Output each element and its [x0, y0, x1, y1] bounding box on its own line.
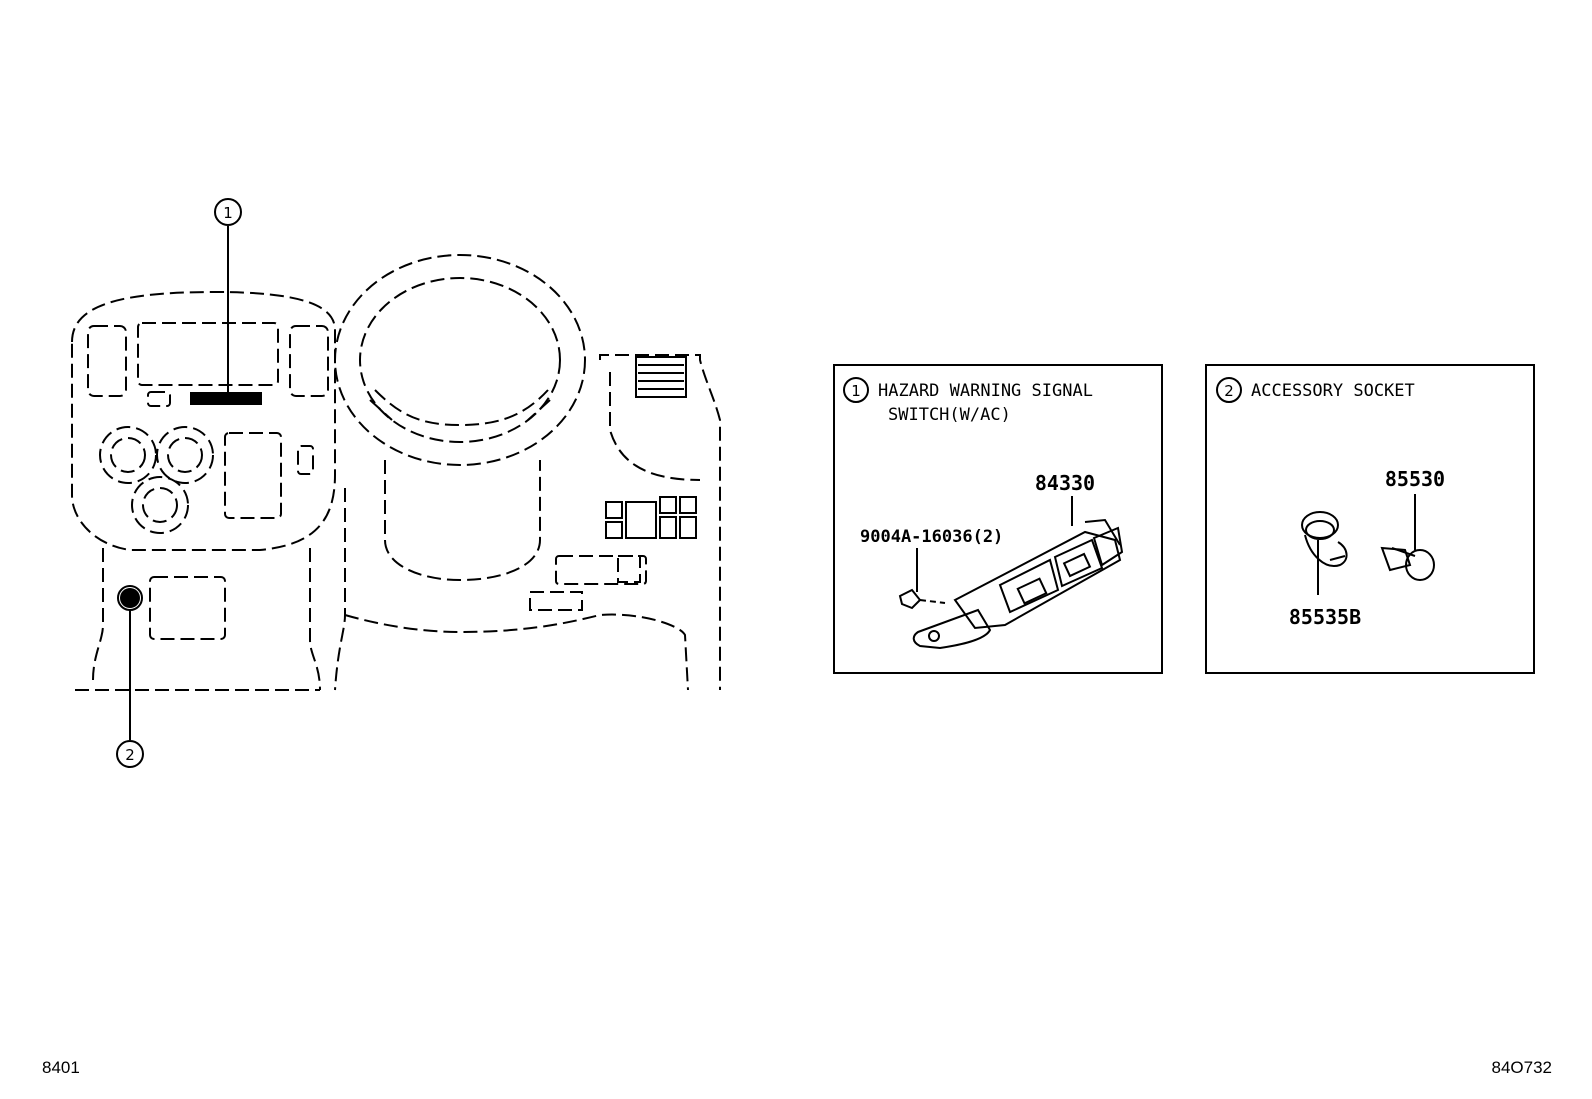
footer-diagram-code: 8401: [42, 1058, 80, 1077]
panel-2-title: ACCESSORY SOCKET: [1251, 381, 1415, 401]
accessory-socket-illustration: [1301, 494, 1435, 595]
footer-illustration-code: 84O732: [1491, 1058, 1553, 1077]
hazard-switch-illustration: [898, 496, 1124, 650]
panel-accessory-socket: [1205, 364, 1535, 674]
dashboard-illustration: [71, 198, 721, 768]
panel-1-title-line2: SWITCH(W/AC): [888, 405, 1011, 425]
panel-1-number: 1: [851, 382, 861, 400]
callout-number-2: 2: [125, 746, 135, 764]
part-number-85530: 85530: [1385, 467, 1445, 491]
part-number-9004A-16036: 9004A-16036(2): [860, 527, 1003, 547]
part-number-84330: 84330: [1035, 471, 1095, 495]
panel-1-title-line1: HAZARD WARNING SIGNAL: [878, 381, 1093, 401]
panel-2-number: 2: [1224, 382, 1234, 400]
hazard-switch-location: [190, 392, 262, 405]
accessory-socket-location: [120, 588, 140, 608]
panel-hazard-switch: [833, 364, 1163, 674]
callout-number-1: 1: [223, 204, 233, 222]
part-number-85535B: 85535B: [1289, 605, 1361, 629]
